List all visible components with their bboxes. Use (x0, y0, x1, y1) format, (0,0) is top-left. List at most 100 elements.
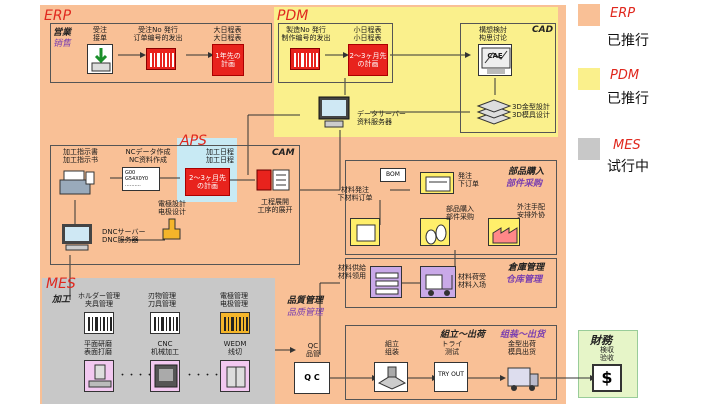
barcode-reader-icon-3 (220, 312, 250, 334)
master-plan-label: 大日程表大日程表 (213, 26, 242, 42)
barcode-reader-icon-1 (84, 312, 114, 334)
purchase-title-cn: 部件采购 (506, 179, 543, 189)
dnc-server-icon (58, 222, 98, 252)
cad-frame (460, 23, 556, 133)
tryout-label: トライ测试 (441, 340, 463, 356)
quality-title: 品質管理 (287, 296, 324, 306)
order-label: 受注接单 (93, 26, 107, 42)
legend-mes-status: 试行中 (607, 159, 649, 175)
sales-title-cn: 销售 (53, 39, 72, 49)
legend-pdm-name: PDM (610, 68, 640, 83)
mes-system-label: MES (46, 276, 76, 292)
grinder-icon (84, 360, 114, 392)
material-supply-label: 材料供給材料领用 (338, 264, 366, 280)
legend-mes-swatch (578, 138, 600, 160)
two-three-month-box: 2～3ヶ月先の計画 (348, 44, 388, 76)
holder-mgmt-label: ホルダー管理夹具管理 (78, 292, 120, 308)
warehouse-title-cn: 仓库管理 (506, 275, 543, 285)
dots-left: ・・・・ (118, 371, 155, 381)
one-year-plan-box: 1年先の計画 (212, 44, 244, 76)
concept-review-label: 構想検討构思讨论 (479, 26, 507, 42)
purchase-title: 部品購入 (508, 167, 545, 177)
nc-code-text: G00 G54X0Y0 .......... (125, 170, 149, 188)
grinding-label: 平面研磨表面打磨 (84, 340, 112, 356)
bom-text: BOM (386, 171, 400, 178)
tryout-icon: TRY OUT (434, 362, 468, 392)
order-icon (87, 44, 113, 74)
pdm-plan-frame (278, 23, 393, 83)
inspect-label: 検収验收 (600, 346, 614, 362)
legend-erp-name: ERP (610, 6, 636, 21)
cae-icon (478, 44, 512, 76)
bom-box: BOM (380, 168, 406, 182)
electrode-icon (160, 215, 182, 241)
ship-label: 金型出荷模具出货 (508, 340, 536, 356)
electrode-label: 電極設計电极设计 (158, 200, 186, 216)
aps-two-three-box: 2～3ヶ月先の計画 (185, 168, 230, 196)
assembly-title-cn: 组装～出货 (500, 330, 546, 340)
parts-purchase-label: 部品購入部件采购 (446, 205, 474, 221)
work-instruction-label: 加工指示書加工指示书 (63, 148, 98, 164)
finance-title: 財務 (590, 334, 612, 347)
cam-frame (50, 145, 300, 265)
factory-icon (488, 218, 520, 246)
dots-right: ・・・・ (185, 371, 222, 381)
ship-icon (504, 360, 540, 392)
sales-frame (50, 23, 272, 83)
wedm-machine-icon (220, 360, 250, 392)
assembly-title: 組立～出荷 (440, 330, 486, 340)
assemble-icon (374, 362, 408, 392)
assembly-frame (345, 325, 557, 400)
electrode-mgmt-label: 電極管理电极管理 (220, 292, 248, 308)
aps-plan-label: 加工日程加工日程 (206, 148, 234, 164)
parts-icon-2 (420, 218, 450, 246)
stack-3d-icon (476, 96, 512, 126)
barcode-reader-icon-2 (150, 312, 180, 334)
dollar-icon: $ (592, 364, 622, 392)
small-plan-label: 小日程表小日程表 (353, 26, 382, 42)
warehouse-title: 倉庫管理 (508, 263, 545, 273)
legend-pdm-status: 已推行 (607, 91, 649, 107)
legend-erp-status: 已推行 (607, 33, 649, 49)
printer-icon (58, 168, 98, 198)
issue-order-label: 発注下订单 (458, 172, 479, 188)
legend-pdm-swatch (578, 68, 600, 90)
data-server-icon (315, 95, 355, 131)
quality-title-cn: 品质管理 (287, 308, 324, 318)
material-receive-label: 材料荷受材料入场 (458, 273, 486, 289)
outsourcing-label: 外注手配安排外协 (517, 203, 545, 219)
cam-title: CAM (272, 148, 295, 158)
order-no-label: 受注No 発行订单编号的发出 (133, 26, 183, 42)
process-sheet-icon (255, 168, 291, 194)
issue-order-icon (420, 172, 454, 194)
nc-code-icon: G00 G54X0Y0 .......... (122, 167, 160, 191)
qc-icon: Q C (294, 362, 330, 394)
pdm-system-label: PDM (277, 8, 309, 24)
cnc-machine-icon (150, 360, 180, 392)
cae-label: CAE (487, 52, 503, 60)
legend-mes-name: MES (613, 138, 641, 153)
tryout-text: TRY OUT (438, 371, 464, 378)
tool-mgmt-label: 刃物管理刀具管理 (148, 292, 176, 308)
sales-title: 営業 (53, 28, 72, 38)
qc-text: Q C (304, 373, 320, 382)
purchase-frame (345, 160, 557, 255)
process-expand-label: 工程展開工序的展开 (257, 198, 293, 214)
assemble-label: 組立组装 (385, 340, 399, 356)
warehouse-frame (345, 258, 557, 308)
material-supply-icon (370, 266, 402, 298)
barcode-icon-2 (290, 48, 320, 70)
erp-system-label: ERP (44, 8, 72, 24)
parts-icon-1 (350, 218, 380, 246)
barcode-icon (146, 48, 176, 70)
legend-erp-swatch (578, 4, 600, 26)
cad-title: CAD (532, 25, 554, 35)
machining-title: 加工 (52, 295, 71, 305)
